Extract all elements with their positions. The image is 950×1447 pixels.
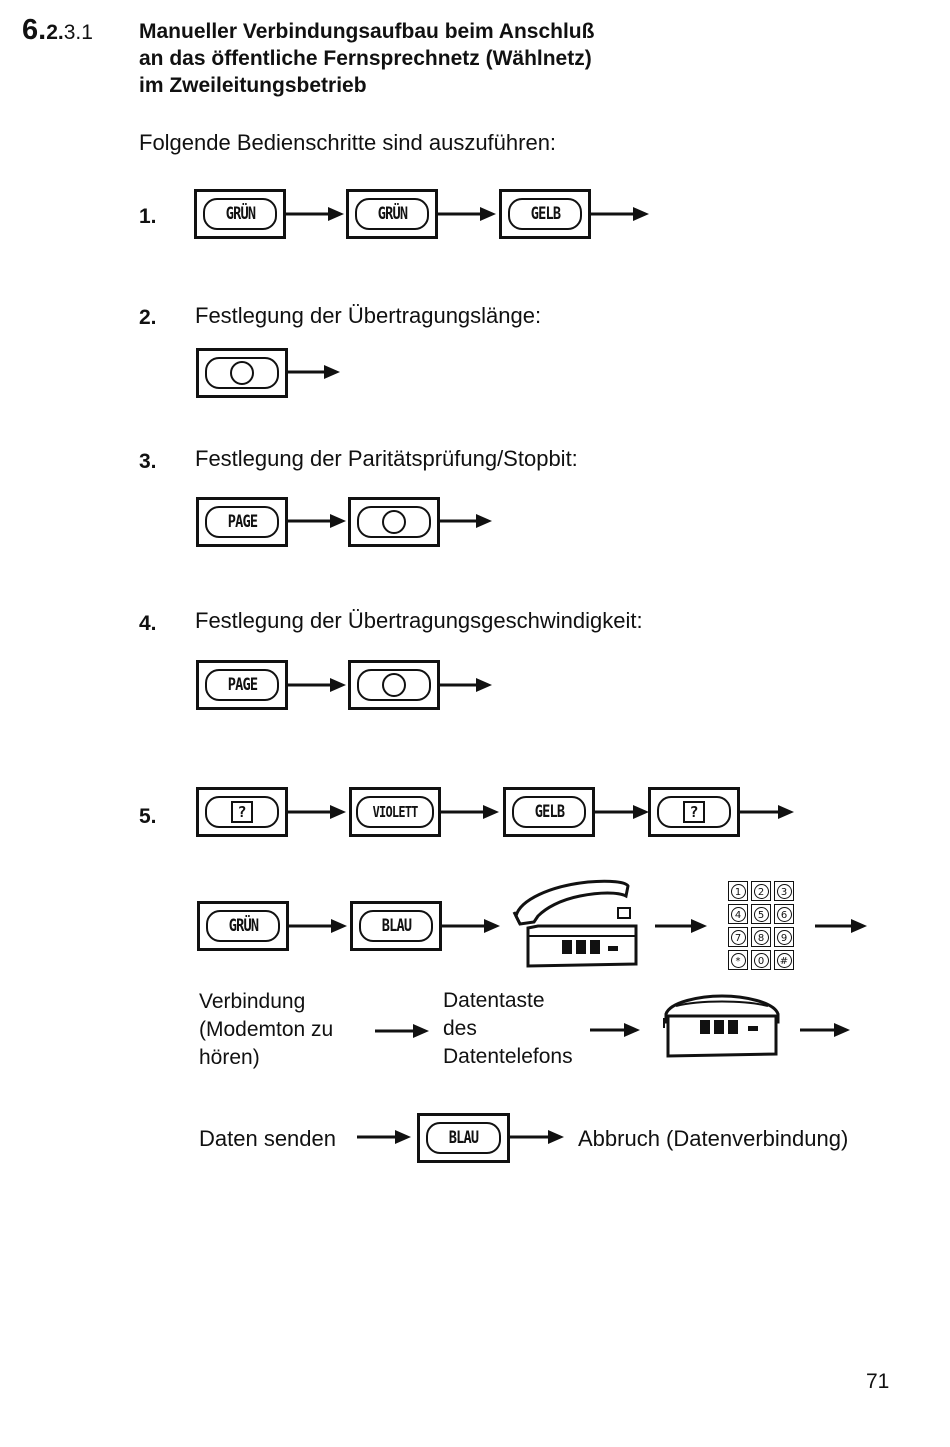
arrow-icon [375, 1024, 429, 1038]
arrow-icon [441, 805, 499, 819]
page-key: PAGE [196, 660, 288, 710]
dial-keypad: 1 2 3 4 5 6 7 8 9 * 0 # [728, 881, 794, 970]
page-key: PAGE [196, 497, 288, 547]
keypad-key: 3 [774, 881, 794, 901]
key-label: VIOLETT [372, 803, 419, 821]
step-2-text: Festlegung der Übertragungslänge: [195, 303, 542, 328]
round-key [348, 660, 440, 710]
step-4-text: Festlegung der Übertragungsgeschwindigke… [195, 608, 643, 633]
keypad-key: # [774, 950, 794, 970]
keypad-key: 8 [751, 927, 771, 947]
caption-abbruch: Abbruch (Datenverbindung) [578, 1126, 849, 1151]
keypad-key: 4 [728, 904, 748, 924]
arrow-icon [655, 919, 707, 933]
step-5-number: 5. [139, 805, 157, 828]
step-1-number: 1. [139, 205, 157, 228]
heading-line-3: im Zweileitungsbetrieb [139, 74, 367, 97]
caption-datentaste: Datentaste des Datentelefons [443, 987, 573, 1071]
arrow-icon [591, 207, 649, 221]
key-label: GELB [530, 204, 560, 224]
arrow-icon [288, 365, 340, 379]
section-sub: 2. [46, 21, 64, 44]
arrow-icon [815, 919, 867, 933]
caption-line: Datentelefons [443, 1045, 573, 1068]
caption-line: Verbindung [199, 990, 306, 1013]
key-label: BLAU [448, 1128, 479, 1148]
arrow-icon [740, 805, 794, 819]
gruen-key: GRÜN [197, 901, 289, 951]
arrow-icon [289, 919, 347, 933]
page-number: 71 [866, 1370, 890, 1393]
blau-key: BLAU [350, 901, 442, 951]
violett-key: VIOLETT [349, 787, 441, 837]
arrow-icon [286, 207, 344, 221]
step-4-number: 4. [139, 612, 157, 635]
section-number: 6.2.3.1 [22, 14, 93, 47]
key-label: GRÜN [377, 204, 407, 224]
arrow-icon [440, 514, 492, 528]
arrow-icon [288, 805, 346, 819]
keypad-key: 1 [728, 881, 748, 901]
keypad-key: * [728, 950, 748, 970]
gelb-key: GELB [503, 787, 595, 837]
circle-icon [230, 361, 254, 385]
keypad-key: 6 [774, 904, 794, 924]
question-mark-icon: ? [683, 801, 705, 823]
intro-text: Folgende Bedienschritte sind auszuführen… [139, 130, 557, 155]
caption-daten-senden: Daten senden [199, 1126, 336, 1151]
arrow-icon [288, 514, 346, 528]
keypad-key: 5 [751, 904, 771, 924]
key-label: PAGE [227, 512, 257, 532]
arrow-icon [595, 805, 649, 819]
arrow-icon [438, 207, 496, 221]
caption-line: (Modemton zu [199, 1018, 334, 1041]
arrow-icon [357, 1130, 411, 1144]
section-subsub: 3.1 [63, 21, 93, 44]
section-chapter: 6. [22, 14, 47, 46]
heading-line-1: Manueller Verbindungsaufbau beim Anschlu… [139, 20, 595, 43]
key-label: GRÜN [225, 204, 255, 224]
step-2-number: 2. [139, 306, 157, 329]
gruen-key: GRÜN [346, 189, 438, 239]
arrow-icon [590, 1023, 640, 1037]
telephone-handset-down-icon [663, 994, 780, 1058]
blau-key: BLAU [417, 1113, 510, 1163]
arrow-icon [510, 1130, 564, 1144]
step-3-number: 3. [139, 450, 157, 473]
round-key [196, 348, 288, 398]
keypad-key: 2 [751, 881, 771, 901]
key-label: PAGE [227, 675, 257, 695]
help-key: ? [648, 787, 740, 837]
help-key: ? [196, 787, 288, 837]
caption-line: des [443, 1017, 477, 1040]
caption-line: hören) [199, 1046, 260, 1069]
circle-icon [382, 673, 406, 697]
arrow-icon [288, 678, 346, 692]
key-label: GRÜN [228, 916, 258, 936]
keypad-key: 9 [774, 927, 794, 947]
section-heading: Manueller Verbindungsaufbau beim Anschlu… [139, 18, 759, 99]
arrow-icon [440, 678, 492, 692]
question-mark-icon: ? [231, 801, 253, 823]
gruen-key: GRÜN [194, 189, 286, 239]
key-label: GELB [534, 802, 564, 822]
caption-line: Datentaste [443, 989, 545, 1012]
circle-icon [382, 510, 406, 534]
keypad-key: 0 [751, 950, 771, 970]
telephone-handset-lifted-icon [512, 879, 638, 968]
heading-line-2: an das öffentliche Fernsprechnetz (Wähln… [139, 47, 592, 70]
arrow-icon [442, 919, 500, 933]
keypad-key: 7 [728, 927, 748, 947]
step-3-text: Festlegung der Paritätsprüfung/Stopbit: [195, 446, 578, 471]
caption-verbindung: Verbindung (Modemton zu hören) [199, 988, 333, 1072]
key-label: BLAU [381, 916, 411, 936]
arrow-icon [800, 1023, 850, 1037]
gelb-key: GELB [499, 189, 591, 239]
round-key [348, 497, 440, 547]
